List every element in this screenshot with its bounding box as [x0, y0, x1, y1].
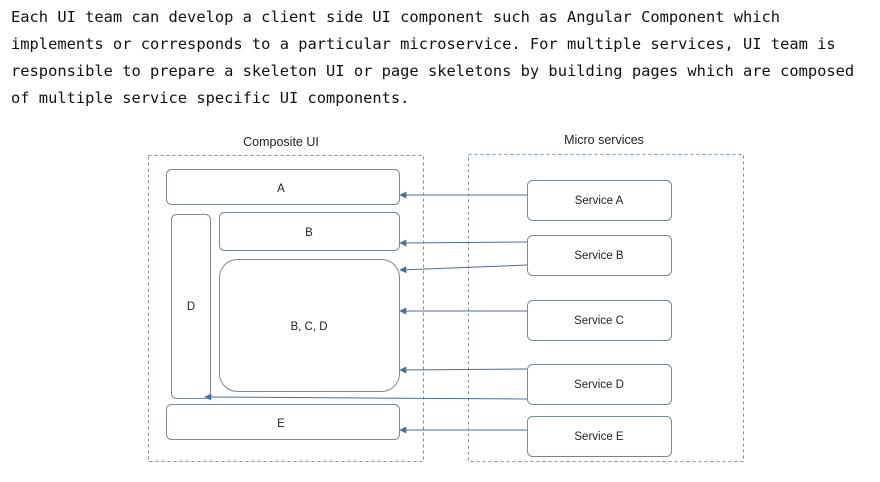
- ui-component-b-label: B: [305, 227, 313, 239]
- ui-component-bcd: B, C, D: [219, 259, 400, 392]
- ui-component-e: E: [166, 404, 400, 440]
- ui-component-a-label: A: [277, 183, 285, 195]
- arrow-service-d-to-d: [204, 393, 528, 401]
- composite-ui-container: [148, 155, 424, 462]
- arrow-service-d-to-bcd: [399, 366, 528, 374]
- service-d-box: Service D: [527, 364, 672, 405]
- ui-component-bcd-label: B, C, D: [290, 321, 327, 333]
- service-a-label: Service A: [575, 195, 624, 207]
- ui-component-d: D: [171, 214, 211, 399]
- arrow-service-b-to-b: [399, 239, 528, 247]
- micro-services-title: Micro services: [564, 133, 644, 147]
- ui-component-e-label: E: [277, 418, 285, 430]
- service-b-box: Service B: [527, 235, 672, 276]
- service-a-box: Service A: [527, 180, 672, 221]
- ui-component-a: A: [166, 169, 400, 205]
- intro-paragraph: Each UI team can develop a client side U…: [11, 8, 855, 107]
- ui-component-b: B: [219, 212, 400, 251]
- service-e-label: Service E: [574, 431, 624, 443]
- micro-services-container: [468, 154, 744, 462]
- service-b-label: Service B: [574, 250, 624, 262]
- composite-ui-title: Composite UI: [243, 135, 319, 149]
- service-c-label: Service C: [574, 315, 624, 327]
- arrow-service-b-to-bcd: [399, 264, 528, 274]
- service-e-box: Service E: [527, 416, 672, 457]
- ui-component-d-label: D: [187, 301, 195, 313]
- service-d-label: Service D: [574, 379, 624, 391]
- service-c-box: Service C: [527, 300, 672, 341]
